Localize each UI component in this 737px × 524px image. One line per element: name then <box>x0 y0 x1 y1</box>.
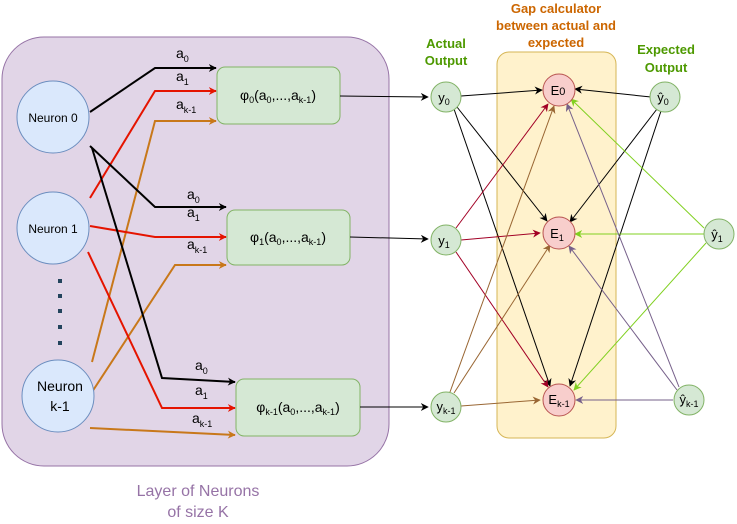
arrow-nk-to-phi1 <box>91 261 227 393</box>
svg-text:ŷ1: ŷ1 <box>711 227 723 244</box>
expected-to-error-arrows <box>565 85 707 404</box>
svg-text:Output: Output <box>645 60 688 75</box>
arrow-n1-to-phi0 <box>89 87 217 199</box>
arrow-nk-to-phi0 <box>91 117 217 363</box>
layer-caption: Layer of Neurons of size K <box>137 483 260 521</box>
function-phik-label: φk-1(a0,...,ak-1) <box>256 399 339 417</box>
arrow-yk-to-ek <box>460 396 541 407</box>
arrow-yk-to-e1 <box>453 244 551 394</box>
function-phi1: φ1(a0,...,ak-1) <box>226 209 351 266</box>
error-node-e0: E0 <box>542 73 576 107</box>
arrow-y0-to-e0 <box>460 86 543 97</box>
label-a0-top: a0 <box>176 45 189 64</box>
label-ak-mid: ak-1 <box>187 236 207 255</box>
label-a1-mid: a1 <box>187 204 200 223</box>
gap-calculator-title: Gap calculator between actual and expect… <box>496 1 616 50</box>
label-ak-top: ak-1 <box>176 96 196 115</box>
svg-text:Expected: Expected <box>637 42 695 57</box>
label-a0-bottom: a0 <box>195 357 208 376</box>
arrow-phi0-to-y0 <box>339 92 429 101</box>
svg-text:Layer of Neurons: Layer of Neurons <box>137 483 260 500</box>
arrow-yhat1-to-ek <box>573 242 707 391</box>
function-to-output-arrows <box>339 92 429 411</box>
svg-text:between actual and: between actual and <box>496 18 616 33</box>
function-phi1-label: φ1(a0,...,ak-1) <box>250 229 326 247</box>
arrow-y0-to-ek <box>453 108 552 387</box>
label-a1-bottom: a1 <box>195 382 208 401</box>
svg-text:E0: E0 <box>551 83 566 98</box>
arrow-nk-to-phik <box>89 427 236 439</box>
arrow-n0-to-phik <box>91 147 236 386</box>
arrow-n1-to-phik <box>87 251 236 412</box>
svg-text:Ek-1: Ek-1 <box>548 392 569 409</box>
neuron-k-1-label-line1: Neuron <box>37 378 83 394</box>
svg-text:ŷ0: ŷ0 <box>657 90 669 107</box>
expected-output-yhat0: ŷ0 <box>649 81 681 113</box>
arrow-yhat0-to-e1 <box>569 108 658 223</box>
function-phi0-label: φ0(a0,...,ak-1) <box>240 87 316 105</box>
error-node-ek-1: Ek-1 <box>542 383 576 417</box>
arrow-yhatk-to-e1 <box>568 245 678 391</box>
error-node-e1: E1 <box>542 216 576 250</box>
actual-to-error-arrows <box>449 86 556 407</box>
actual-output-y1: y1 <box>430 224 462 256</box>
label-ak-bottom: ak-1 <box>192 410 212 429</box>
expected-output-title: Expected Output <box>637 42 695 75</box>
expected-output-yhat1: ŷ1 <box>703 218 735 250</box>
neuron-0-label: Neuron 0 <box>28 111 78 125</box>
actual-output-title: Actual Output <box>425 36 468 68</box>
arrow-y1-to-e1 <box>460 229 541 241</box>
svg-text:Gap calculator: Gap calculator <box>511 1 601 16</box>
svg-text:Output: Output <box>425 53 468 68</box>
neuron-1: Neuron 1 <box>16 191 90 265</box>
neuron-layer-container <box>1 36 390 467</box>
svg-text:expected: expected <box>528 35 584 50</box>
arrow-y1-to-e0 <box>455 103 549 229</box>
arrow-yhatk-to-e0 <box>565 103 680 388</box>
label-a0-mid: a0 <box>187 186 200 205</box>
arrow-yhat0-to-ek <box>568 110 662 387</box>
neuron-k-1-label-line2: k-1 <box>50 398 70 414</box>
arrow-n0-to-phi0 <box>89 64 217 113</box>
svg-text:Actual: Actual <box>426 36 466 51</box>
expected-output-yhatk-1: ŷk-1 <box>673 384 705 416</box>
label-a1-top: a1 <box>176 68 189 87</box>
function-phi0: φ0(a0,...,ak-1) <box>216 66 341 125</box>
function-phik: φk-1(a0,...,ak-1) <box>235 378 361 437</box>
arrow-input-labels: a0 a1 ak-1 a0 a1 ak-1 a0 a1 ak-1 <box>176 45 212 429</box>
neuron-1-label: Neuron 1 <box>28 222 78 236</box>
arrow-n0-to-phi1 <box>89 145 227 211</box>
arrow-yhat0-to-e0 <box>574 85 652 98</box>
svg-text:E1: E1 <box>550 226 564 243</box>
svg-text:ŷk-1: ŷk-1 <box>679 392 698 409</box>
arrow-y0-to-e1 <box>456 106 548 222</box>
actual-output-yk-1: yk-1 <box>430 391 462 423</box>
svg-text:of size K: of size K <box>167 504 229 521</box>
neuron-to-function-arrows <box>87 64 236 439</box>
neuron-0: Neuron 0 <box>16 80 90 154</box>
arrow-yhat1-to-e0 <box>570 98 705 229</box>
svg-text:y0: y0 <box>438 90 450 107</box>
actual-output-y0: y0 <box>430 81 462 113</box>
svg-text:y1: y1 <box>438 233 450 250</box>
svg-text:yk-1: yk-1 <box>436 399 455 416</box>
neuron-k-1: Neuron k-1 <box>21 359 95 433</box>
arrow-phi1-to-y1 <box>349 234 429 243</box>
arrow-n1-to-phi1 <box>89 225 227 241</box>
neuron-ellipsis <box>58 279 62 345</box>
arrow-yk-to-e0 <box>449 105 556 393</box>
